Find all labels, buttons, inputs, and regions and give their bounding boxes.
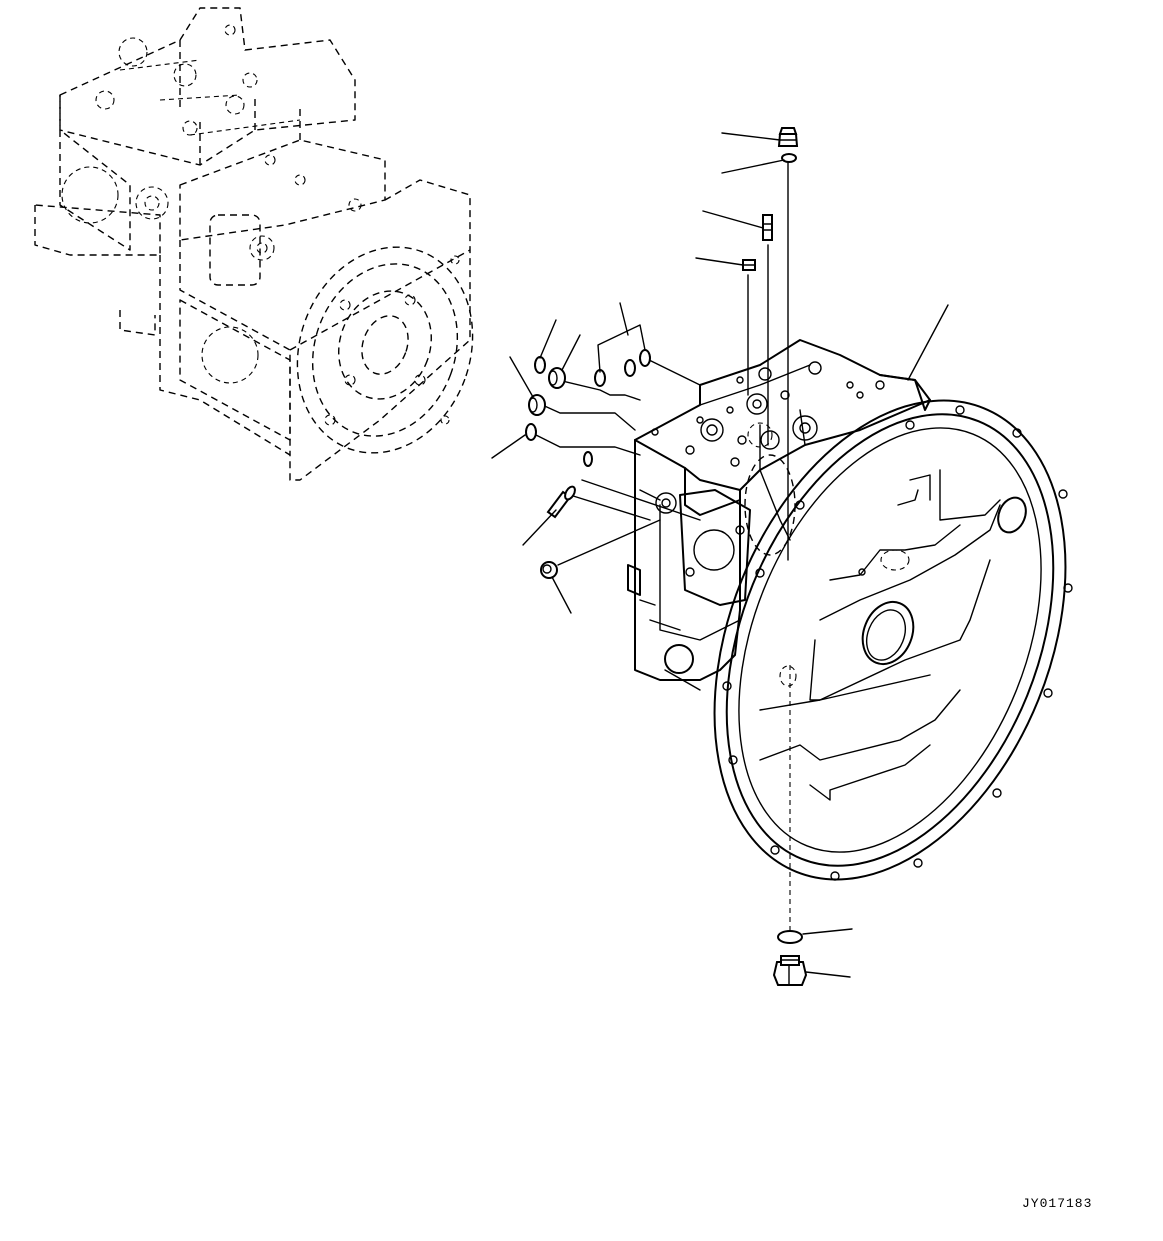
fittings bbox=[525, 127, 808, 986]
pin bbox=[546, 485, 576, 519]
reference-pump-view bbox=[34, 7, 474, 481]
drawing-id-label: JY017183 bbox=[1022, 1196, 1093, 1211]
plug-side bbox=[540, 561, 558, 579]
o-ring-f bbox=[583, 451, 593, 467]
sensor-fitting bbox=[762, 214, 773, 241]
plug-small bbox=[742, 259, 756, 271]
assembly-lines bbox=[529, 159, 791, 930]
plug-a bbox=[548, 367, 566, 389]
drain-plug bbox=[772, 955, 808, 986]
plug-top bbox=[777, 127, 799, 147]
o-ring-c bbox=[624, 359, 636, 377]
o-ring-drain bbox=[777, 930, 803, 944]
leader-lines bbox=[491, 132, 949, 978]
plug-b bbox=[528, 394, 546, 416]
o-ring-e bbox=[525, 423, 537, 441]
o-ring-a bbox=[534, 356, 546, 374]
o-ring-top bbox=[781, 153, 797, 163]
o-ring-d bbox=[639, 349, 651, 367]
pump-housing bbox=[627, 339, 931, 691]
flywheel-housing bbox=[713, 399, 1073, 881]
